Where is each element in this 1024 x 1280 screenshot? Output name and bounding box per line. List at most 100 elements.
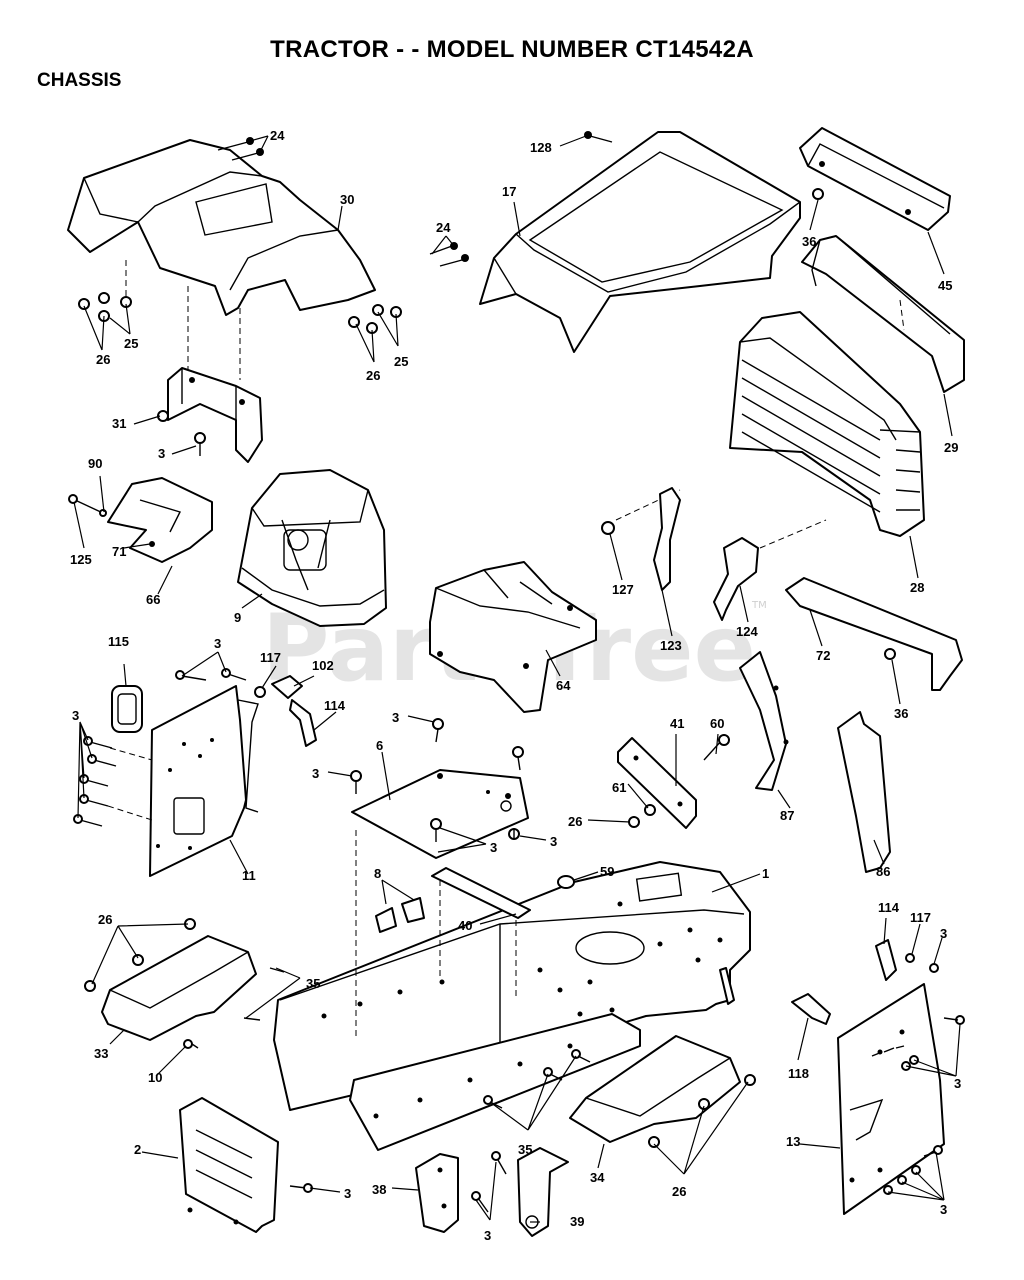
part-1-frame[interactable] (273, 861, 751, 1111)
label-29: 29 (944, 440, 958, 455)
part-frame-rail[interactable] (349, 1013, 641, 1151)
bolt-3-rear (289, 1183, 313, 1193)
label-86: 86 (876, 864, 890, 879)
label-115: 115 (108, 634, 129, 649)
part-9-dash[interactable] (237, 469, 387, 627)
part-87-shield[interactable] (739, 651, 789, 791)
label-3-d: 3 (392, 710, 399, 725)
label-35-b: 35 (518, 1142, 532, 1157)
label-40: 40 (458, 918, 472, 933)
part-13-panel[interactable] (837, 983, 945, 1215)
label-125: 125 (70, 552, 92, 567)
part-59-bushing (557, 875, 575, 889)
nuts-25-26-right (348, 304, 402, 334)
label-13: 13 (786, 1134, 800, 1149)
bolts-3-left-panel (73, 736, 153, 827)
label-118: 118 (788, 1066, 809, 1081)
part-127-nut (601, 521, 615, 535)
label-9: 9 (234, 610, 241, 625)
label-26-b: 26 (366, 368, 380, 383)
part-31-bracket[interactable] (157, 367, 263, 463)
label-3-i: 3 (954, 1076, 961, 1091)
label-26-d: 26 (98, 912, 112, 927)
label-117-a: 117 (260, 650, 281, 665)
label-35-a: 35 (306, 976, 320, 991)
part-6-plate[interactable] (351, 769, 529, 859)
label-127: 127 (612, 582, 634, 597)
part-36-nut-lower (884, 648, 896, 660)
label-33: 33 (94, 1046, 108, 1061)
label-64: 64 (556, 678, 571, 693)
label-36-b: 36 (894, 706, 908, 721)
part-29-grille-cover[interactable] (801, 235, 965, 393)
label-17: 17 (502, 184, 516, 199)
label-114-a: 114 (324, 698, 346, 713)
label-60: 60 (710, 716, 724, 731)
label-39: 39 (570, 1214, 584, 1229)
part-28-grille[interactable] (729, 311, 925, 537)
label-6: 6 (376, 738, 383, 753)
label-24-b: 24 (436, 220, 451, 235)
label-2: 2 (134, 1142, 141, 1157)
section-title: CHASSIS (37, 70, 122, 91)
label-3-a: 3 (158, 446, 165, 461)
part-41-bracket[interactable] (617, 737, 697, 829)
label-8: 8 (374, 866, 381, 881)
part-86-shield[interactable] (837, 711, 891, 873)
label-1: 1 (762, 866, 769, 881)
label-10: 10 (148, 1070, 162, 1085)
page-title: TRACTOR - - MODEL NUMBER CT14542A (270, 36, 754, 63)
bolts-3-brackets (471, 1151, 507, 1213)
label-26-e: 26 (672, 1184, 686, 1199)
label-90: 90 (88, 456, 102, 471)
label-59: 59 (600, 864, 614, 879)
bolts-35-lower (483, 1049, 591, 1109)
label-38: 38 (372, 1182, 386, 1197)
part-17-hood[interactable] (479, 131, 801, 353)
part-123-bracket[interactable] (653, 487, 681, 591)
label-25-a: 25 (124, 336, 138, 351)
label-3-f: 3 (550, 834, 557, 849)
nuts-25-26-left (78, 292, 132, 322)
label-87: 87 (780, 808, 794, 823)
label-26-c: 26 (568, 814, 582, 829)
part-40-bar[interactable] (431, 867, 531, 919)
part-39-bracket[interactable] (517, 1147, 569, 1237)
label-72: 72 (816, 648, 830, 663)
part-8-clips (375, 897, 425, 933)
label-123: 123 (660, 638, 682, 653)
part-2-plate[interactable] (179, 1097, 279, 1233)
part-72-bar[interactable] (785, 577, 963, 691)
bolt-128 (584, 131, 613, 143)
label-24-a: 24 (270, 128, 285, 143)
callout-labels: 24 30 24 25 26 25 26 128 17 36 45 29 31 … (70, 128, 961, 1243)
label-66: 66 (146, 592, 160, 607)
part-34-footrest[interactable] (569, 1035, 756, 1148)
part-64-mount[interactable] (429, 561, 597, 713)
label-71: 71 (112, 544, 126, 559)
part-11-panel[interactable] (149, 685, 259, 877)
part-30-fender[interactable] (67, 139, 376, 316)
label-26-a: 26 (96, 352, 110, 367)
label-36-a: 36 (802, 234, 816, 249)
label-61: 61 (612, 780, 626, 795)
leader-lines (73, 135, 961, 1223)
part-45-bracket[interactable] (799, 127, 951, 231)
part-124-bracket[interactable] (713, 537, 759, 621)
label-102: 102 (312, 658, 334, 673)
label-28: 28 (910, 580, 924, 595)
label-3-j: 3 (940, 1202, 947, 1217)
label-3-g: 3 (490, 840, 497, 855)
part-38-bracket[interactable] (415, 1153, 459, 1233)
part-118-clip (791, 993, 831, 1025)
bolts-3-right-panel (883, 1015, 965, 1195)
part-117-102-114-clip (254, 675, 317, 747)
part-33-footrest[interactable] (84, 918, 285, 1049)
label-3-e: 3 (312, 766, 319, 781)
part-66-plate[interactable] (68, 477, 213, 563)
watermark-tm: TM (751, 600, 767, 611)
label-11: 11 (242, 868, 256, 883)
label-31: 31 (112, 416, 126, 431)
label-3-c: 3 (72, 708, 79, 723)
